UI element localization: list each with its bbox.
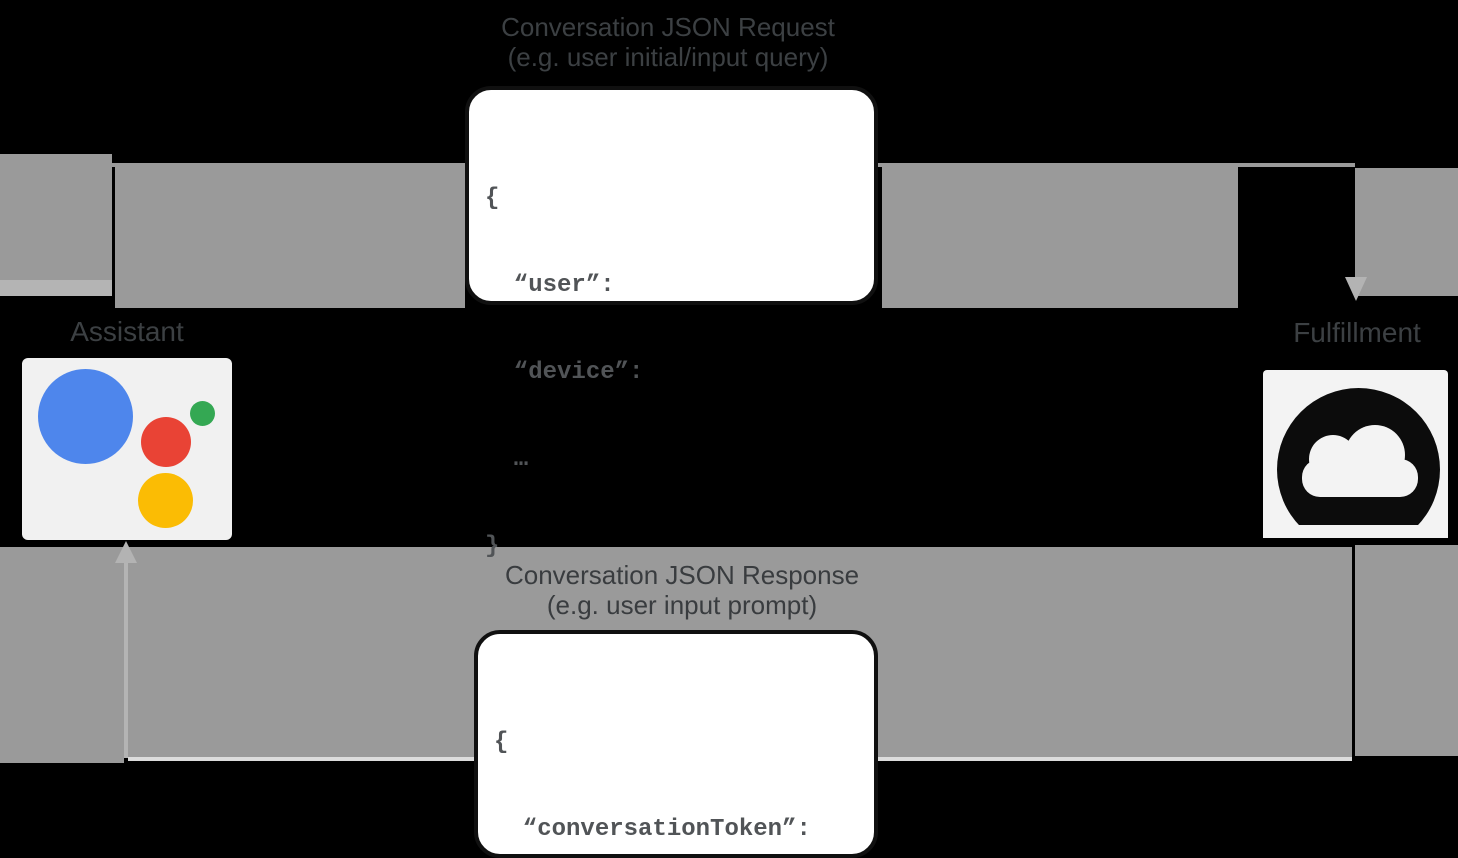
request-path-band-overlap-strip bbox=[0, 280, 112, 296]
google-assistant-logo-icon bbox=[22, 358, 232, 540]
assistant-green-dot bbox=[190, 401, 215, 426]
code-line: “device”: bbox=[485, 359, 644, 386]
fulfillment-label: Fulfillment bbox=[1293, 317, 1421, 348]
request-title-line1: Conversation JSON Request bbox=[501, 12, 835, 42]
code-line: { bbox=[485, 185, 500, 212]
response-arrow-vertical-line bbox=[124, 547, 128, 758]
code-line: { bbox=[494, 729, 509, 756]
request-title: Conversation JSON Request (e.g. user ini… bbox=[408, 12, 928, 72]
response-title: Conversation JSON Response (e.g. user in… bbox=[422, 560, 942, 620]
arrow-up-icon bbox=[115, 541, 137, 563]
assistant-blue-dot bbox=[38, 369, 133, 464]
cloud-icon bbox=[1263, 388, 1448, 538]
request-json-code: { “user”: “device”: … } bbox=[485, 126, 643, 619]
request-path-band-left-of-box bbox=[115, 167, 465, 308]
arrow-down-icon bbox=[1345, 277, 1367, 301]
code-line: … bbox=[485, 446, 529, 473]
request-path-band-right-margin bbox=[1355, 168, 1458, 296]
assistant-label: Assistant bbox=[70, 316, 184, 347]
assistant-red-dot bbox=[141, 417, 191, 467]
code-line: } bbox=[485, 533, 500, 560]
request-title-line2: (e.g. user initial/input query) bbox=[507, 42, 829, 72]
response-path-band-left-margin bbox=[0, 547, 124, 763]
assistant-yellow-dot bbox=[138, 473, 193, 528]
response-path-band-right-margin bbox=[1355, 545, 1458, 756]
response-title-line1: Conversation JSON Response bbox=[504, 560, 860, 590]
request-path-band-right-of-box bbox=[882, 167, 1238, 308]
request-path-band-left-margin bbox=[0, 154, 112, 280]
assistant-tile bbox=[22, 358, 232, 540]
request-json-callout: { “user”: “device”: … } bbox=[465, 86, 878, 560]
response-json-code: { “conversationToken”: “userStorage”: … … bbox=[494, 670, 811, 858]
code-line: “user”: bbox=[485, 272, 615, 299]
fulfillment-tile bbox=[1263, 370, 1448, 538]
response-json-callout: { “conversationToken”: “userStorage”: … … bbox=[474, 630, 878, 858]
code-line: “conversationToken”: bbox=[494, 816, 811, 843]
response-title-line2: (e.g. user input prompt) bbox=[546, 590, 818, 620]
